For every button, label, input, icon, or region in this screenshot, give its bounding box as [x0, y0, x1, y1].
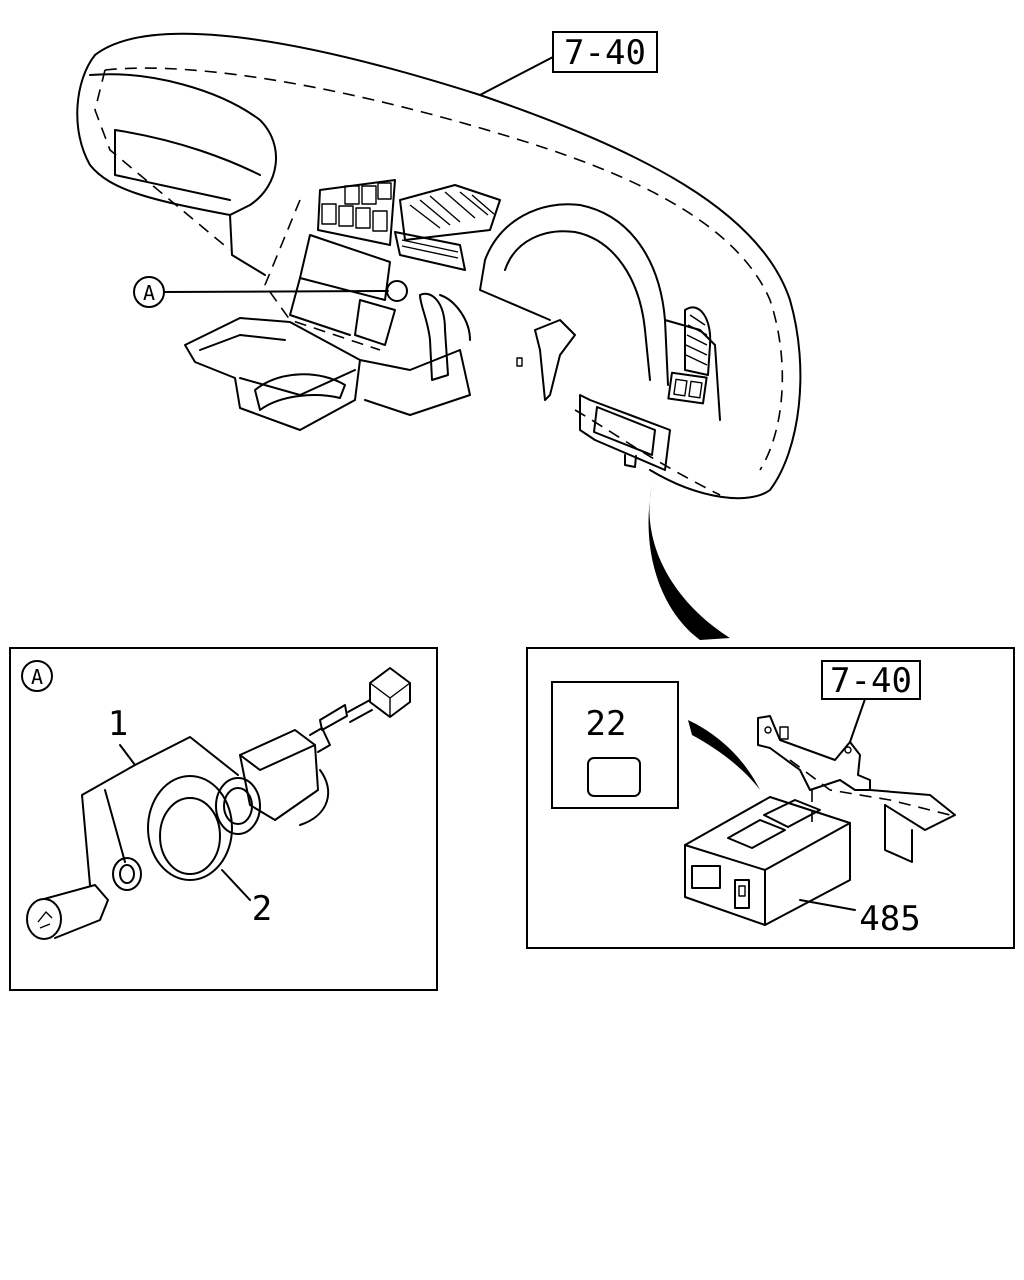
callout-a-main-label: A: [143, 281, 155, 305]
panel-control-unit: 22 7-40 485: [526, 647, 1015, 949]
dashboard-assembly: [76, 32, 802, 500]
ref-box-top: 7-40: [552, 31, 658, 73]
callout-a-panel-label: A: [31, 665, 43, 689]
part-485-label: 485: [859, 899, 920, 939]
part-1-label: 1: [108, 704, 128, 744]
ref-inset-label: 7-40: [830, 661, 912, 701]
pointer-arrow-main: [648, 485, 730, 640]
callout-a-main: A: [133, 276, 389, 308]
part-22-label: 22: [586, 704, 627, 744]
leader-ref-top: [479, 56, 554, 96]
pointer-arrow-inset: [688, 720, 760, 790]
panel-a: A 1 2: [9, 647, 438, 991]
ref-top-label: 7-40: [564, 33, 646, 73]
leader-ref-inset: [849, 698, 866, 743]
part-2-label: 2: [252, 889, 272, 929]
